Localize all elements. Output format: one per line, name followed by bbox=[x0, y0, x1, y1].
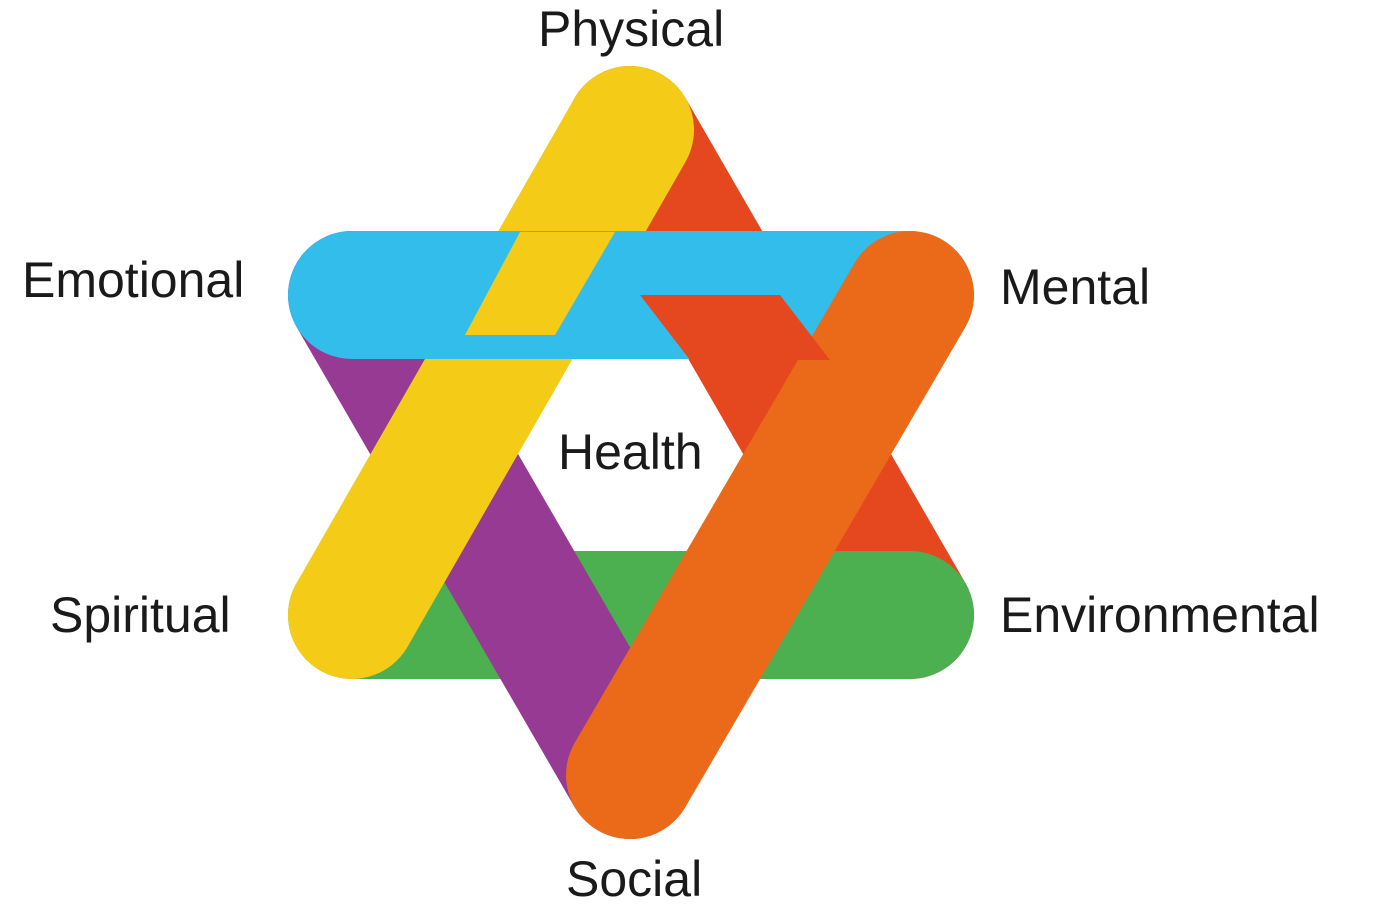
weave-patch-red-over-blue bbox=[640, 295, 830, 360]
label-emotional: Emotional bbox=[22, 252, 245, 308]
band-physical-environmental bbox=[566, 66, 974, 679]
weave-patch-yellow-over-blue bbox=[465, 232, 615, 335]
label-mental: Mental bbox=[1000, 259, 1151, 315]
label-health-center: Health bbox=[558, 424, 703, 480]
band-mental-social bbox=[566, 231, 974, 839]
label-physical: Physical bbox=[538, 1, 725, 57]
band-physical-spiritual bbox=[288, 66, 694, 679]
label-social: Social bbox=[566, 851, 703, 907]
label-spiritual: Spiritual bbox=[50, 587, 231, 643]
band-emotional-social bbox=[288, 231, 694, 839]
label-environmental: Environmental bbox=[1000, 587, 1320, 643]
weave-patch-purple-over-green bbox=[470, 551, 605, 615]
